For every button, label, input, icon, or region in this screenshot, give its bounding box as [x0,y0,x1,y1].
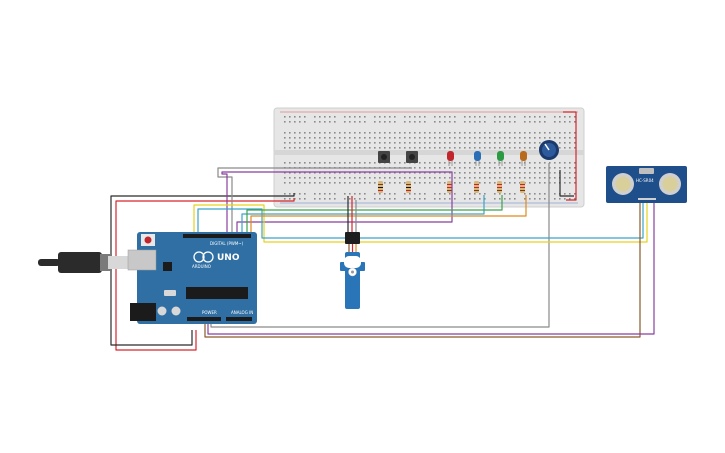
wire-green[interactable] [246,195,503,234]
ultrasonic-sensor-icon[interactable]: HC-SR04 [606,166,687,203]
analog-label: ANALOG IN [231,310,253,315]
capacitor-2 [171,306,181,316]
board-model: UNO [217,253,240,263]
breadboard[interactable] [273,107,585,208]
led-orange[interactable] [520,151,527,166]
push-button-2[interactable] [406,151,418,163]
power-header [187,317,221,321]
wire-purple-sensor[interactable] [207,198,655,335]
wire-orange[interactable] [250,195,527,234]
crystal [164,290,176,296]
atmega-chip [186,287,248,299]
sensor-model-label: HC-SR04 [636,178,654,183]
usb-cable-icon[interactable] [38,252,132,273]
digital-header [183,234,251,238]
wire-red-rail[interactable] [563,111,577,201]
dc-power-jack [130,303,156,321]
wire-cyan[interactable] [241,195,485,234]
analog-header [226,317,252,321]
wire-cyan-sensor[interactable] [197,198,644,239]
wire-black-rail[interactable] [559,170,574,197]
arduino-logo-icon [193,251,205,263]
servo-motor-icon[interactable] [340,232,365,309]
board-brand: ARDUINO [192,264,211,269]
resistor-3[interactable] [447,181,452,193]
digital-header-label: DIGITAL (PWM~) [210,241,244,246]
wire-yellow[interactable] [193,198,648,243]
wire-red-5v[interactable] [115,198,295,351]
power-label: POWER [202,310,217,315]
push-button-1[interactable] [378,151,390,163]
wire-purple-led[interactable] [221,171,453,234]
wire-brown-sensor[interactable] [204,198,641,338]
arduino-uno-board[interactable]: UNO ARDUINO DIGITAL (PWM~) POWER ANALOG … [127,232,257,324]
wire-gray-button[interactable] [217,167,412,234]
usb-jack [127,249,157,271]
led-red[interactable] [447,151,454,166]
resistor-1[interactable] [378,181,383,193]
led-green[interactable] [497,151,504,166]
usb-chip [163,262,172,271]
capacitor-1 [157,306,167,316]
potentiometer-icon[interactable] [539,140,559,160]
resistor-4[interactable] [474,181,479,193]
led-blue[interactable] [474,151,481,166]
wires [110,111,655,351]
resistor-2[interactable] [406,181,411,193]
resistor-5[interactable] [497,181,502,193]
resistor-6[interactable] [520,181,525,193]
